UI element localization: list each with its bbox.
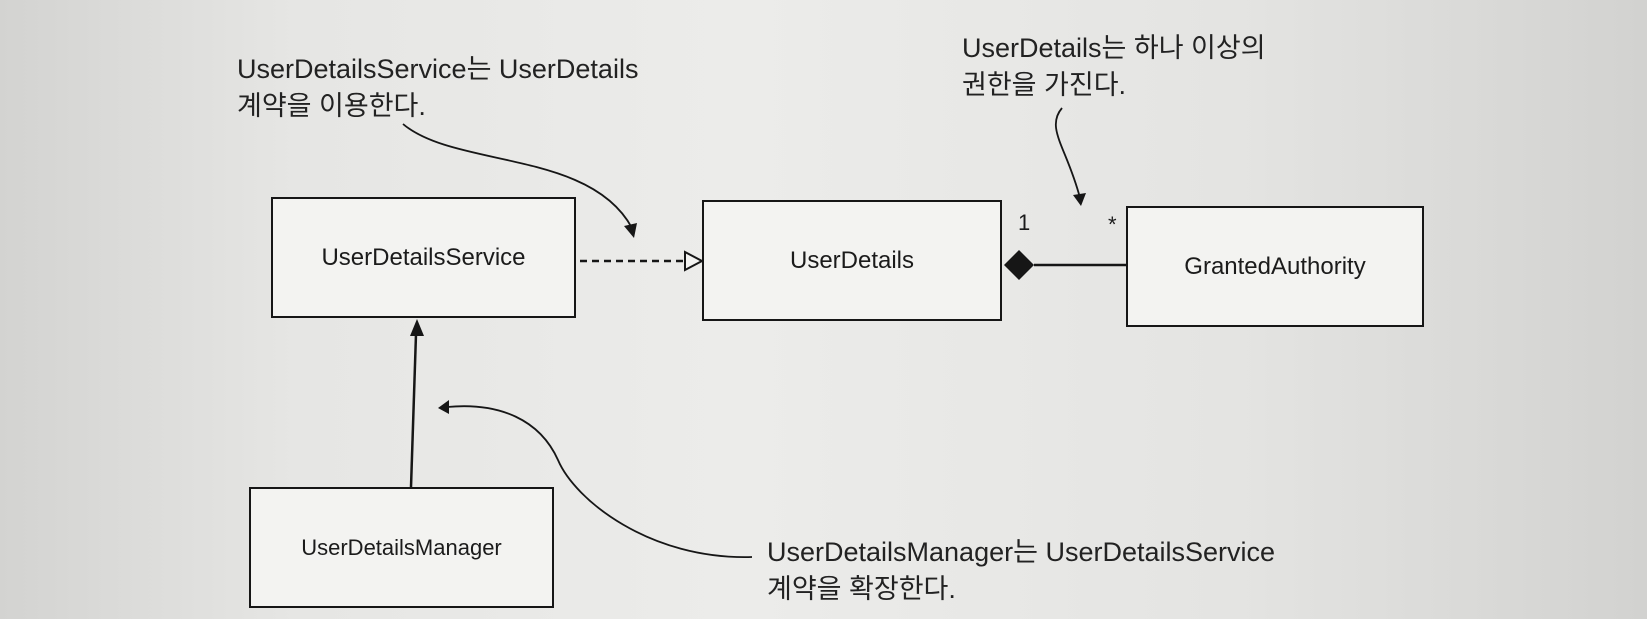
dependency-arrowhead (684, 250, 705, 272)
note-uds-uses-ud: UserDetailsService는 UserDetails 계약을 이용한다… (237, 51, 638, 125)
class-box-granted-authority: GrantedAuthority (1126, 206, 1424, 327)
class-box-user-details: UserDetails (702, 200, 1002, 321)
class-name: GrantedAuthority (1184, 252, 1366, 280)
note-line: 권한을 가진다. (962, 70, 1127, 100)
extends-line (409, 333, 418, 488)
note-pointer-uds (402, 123, 633, 229)
extends-arrowhead (410, 319, 424, 336)
note-line: UserDetails는 하나 이상의 (962, 33, 1266, 63)
class-name: UserDetails (789, 246, 915, 274)
multiplicity-one: 1 (1018, 210, 1031, 235)
note-line: 계약을 이용한다. (237, 91, 426, 121)
class-box-user-details-service: UserDetailsService (271, 197, 576, 318)
note-udm-extends-uds: UserDetailsManager는 UserDetailsService 계… (767, 534, 1275, 608)
composition-diamond (1004, 250, 1034, 280)
class-box-user-details-manager: UserDetailsManager (249, 487, 554, 608)
note-pointer-udm-head (438, 400, 449, 414)
multiplicity-many: * (1108, 212, 1117, 237)
note-pointer-uds-head (624, 223, 637, 238)
class-name: UserDetailsManager (301, 534, 502, 560)
note-ud-has-authorities: UserDetails는 하나 이상의 권한을 가진다. (962, 30, 1266, 104)
note-pointer-udm (446, 405, 753, 558)
note-pointer-ud-head (1073, 193, 1086, 206)
note-line: UserDetailsService는 UserDetails (237, 54, 639, 84)
note-line: UserDetailsManager는 UserDetailsService (767, 537, 1276, 567)
note-pointer-ud (1054, 107, 1081, 199)
note-line: 계약을 확장한다. (767, 574, 956, 604)
class-name: UserDetailsService (321, 243, 526, 271)
